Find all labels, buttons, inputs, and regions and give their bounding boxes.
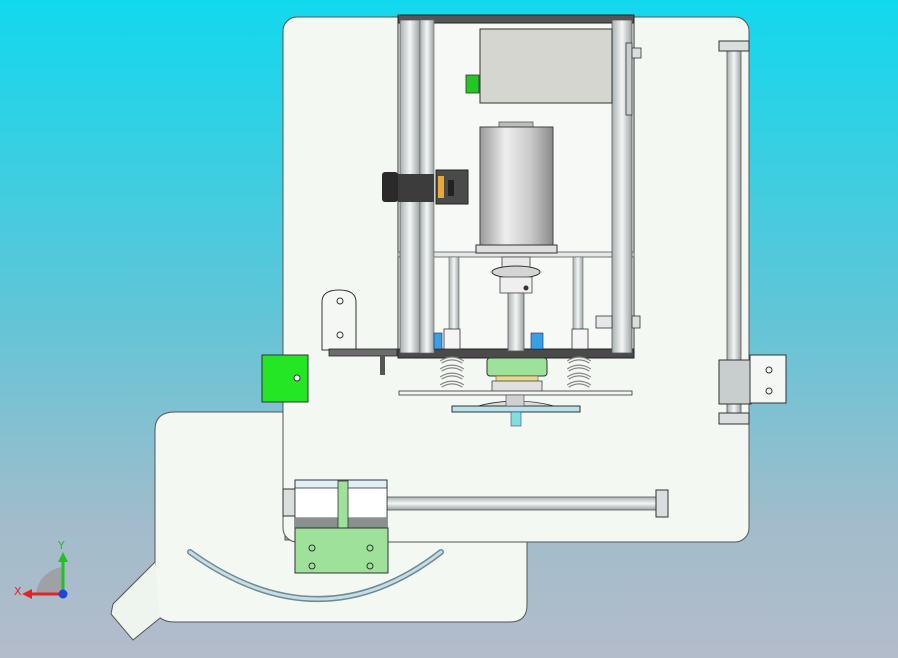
lower-table-plate[interactable]: [110, 411, 528, 641]
triad-y-label: Y: [57, 539, 65, 552]
triad-x-label: X: [14, 585, 22, 598]
coordinate-triad: Y X: [14, 539, 68, 599]
right-guide-rod[interactable]: [718, 40, 750, 425]
right-rod-bracket[interactable]: [718, 354, 787, 405]
cable-connector[interactable]: [382, 169, 469, 205]
green-switch-box[interactable]: [261, 354, 309, 403]
spring-right[interactable]: [566, 356, 592, 388]
spring-left[interactable]: [439, 356, 465, 392]
spindle-coupling[interactable]: [491, 256, 541, 352]
control-box[interactable]: [465, 28, 642, 116]
bearing-block[interactable]: [486, 357, 548, 394]
clamp-green-plate[interactable]: [294, 527, 389, 574]
miter-arc-slot[interactable]: [187, 549, 444, 602]
sliding-clamp-carriage[interactable]: [294, 479, 388, 529]
spring-posts[interactable]: [433, 256, 641, 350]
pressure-plate[interactable]: [398, 390, 633, 396]
motor[interactable]: [475, 121, 558, 254]
cutter-disc[interactable]: [451, 394, 581, 427]
left-mount-bracket[interactable]: [321, 289, 398, 375]
